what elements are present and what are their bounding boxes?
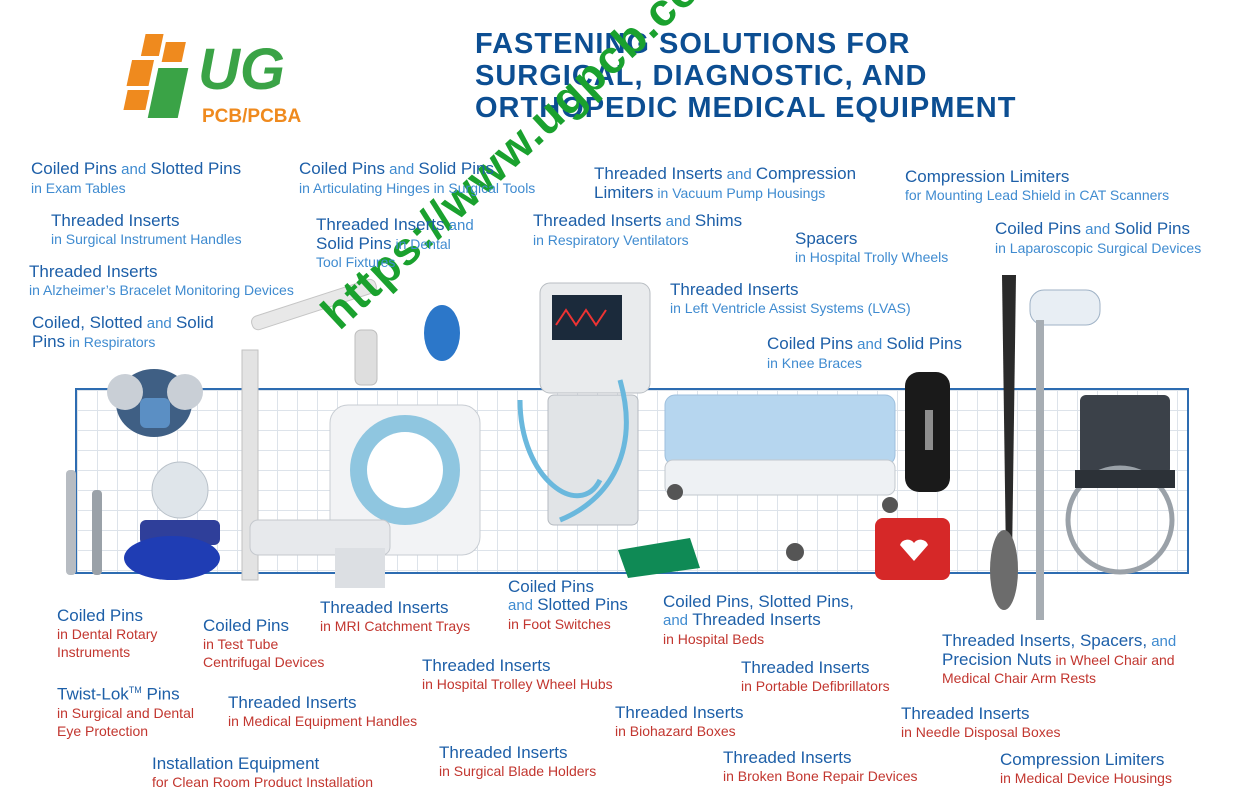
title-line-1: FASTENING SOLUTIONS FOR [475, 28, 911, 60]
label-dental-fixtures: Threaded Inserts and Solid Pins in Denta… [316, 215, 474, 271]
respirator-icon [107, 369, 203, 437]
label-respirators: Coiled, Slotted and Solid Pins in Respir… [32, 313, 214, 351]
label-ventilators: Threaded Inserts and Shims in Respirator… [533, 211, 743, 249]
label-mri-trays: Threaded Inserts in MRI Catchment Trays [320, 598, 471, 635]
label-test-tube: Coiled Pins in Test Tube Centrifugal Dev… [203, 616, 325, 671]
label-hospital-beds: Coiled Pins, Slotted Pins, and Threaded … [663, 592, 854, 648]
label-foot-switches: Coiled Pins and Slotted Pins in Foot Swi… [508, 577, 628, 633]
label-wheel-chair: Threaded Inserts, Spacers, and Precision… [942, 631, 1177, 687]
label-instrument-handles: Threaded Inserts in Surgical Instrument … [51, 211, 242, 248]
label-hinges: Coiled Pins and Solid Pins in Articulati… [299, 159, 536, 197]
ug-logo: UG PCB/PCBA [123, 28, 350, 138]
title-line-2: SURGICAL, DIAGNOSTIC, AND [475, 60, 928, 92]
label-needle-disposal: Threaded Inserts in Needle Disposal Boxe… [901, 704, 1061, 741]
label-knee-braces: Coiled Pins and Solid Pins in Knee Brace… [767, 334, 962, 372]
title-line-3: ORTHOPEDIC MEDICAL EQUIPMENT [475, 92, 1017, 124]
label-blade-holders: Threaded Inserts in Surgical Blade Holde… [439, 743, 597, 780]
laparoscopic-device-icon [990, 275, 1101, 620]
logo-sub: PCB/PCBA [202, 106, 302, 127]
hospital-bed-icon [664, 394, 898, 561]
ambu-bag-icon [424, 305, 460, 361]
wheelchair-icon [1065, 395, 1175, 575]
knee-brace-icon [905, 372, 950, 492]
defibrillator-icon [875, 518, 950, 580]
label-bone-repair: Threaded Inserts in Broken Bone Repair D… [723, 748, 918, 785]
label-twist-lok: Twist-LokTM Pins in Surgical and Dental … [57, 684, 194, 739]
label-laparoscopic: Coiled Pins and Solid Pins in Laparoscop… [995, 219, 1202, 257]
label-device-housings: Compression Limiters in Medical Device H… [1000, 750, 1172, 787]
foot-switch-icon [618, 538, 700, 578]
label-installation: Installation Equipment for Clean Room Pr… [152, 754, 373, 791]
logo-mark-icon [123, 34, 189, 118]
label-defibrillators: Threaded Inserts in Portable Defibrillat… [741, 658, 890, 695]
label-equipment-handles: Threaded Inserts in Medical Equipment Ha… [228, 693, 418, 730]
dental-instrument-icon [66, 470, 102, 575]
label-exam-tables: Coiled Pins and Slotted Pins in Exam Tab… [31, 159, 242, 197]
logo-brand: UG [198, 37, 285, 102]
label-alzheimers: Threaded Inserts in Alzheimer’s Bracelet… [29, 262, 294, 299]
ventilator-icon [517, 282, 651, 526]
label-trolly-wheels: Spacers in Hospital Trolly Wheels [795, 229, 949, 266]
label-trolley-hubs: Threaded Inserts in Hospital Trolley Whe… [422, 656, 613, 693]
label-dental-rotary: Coiled Pins in Dental Rotary Instruments [57, 606, 158, 661]
ct-scanner-icon [249, 404, 481, 588]
label-lvas: Threaded Inserts in Left Ventricle Assis… [670, 280, 911, 317]
page-title: FASTENING SOLUTIONS FOR SURGICAL, DIAGNO… [475, 28, 1195, 124]
label-biohazard: Threaded Inserts in Biohazard Boxes [615, 703, 744, 740]
label-vacuum-pump: Threaded Inserts and Compression Limiter… [594, 164, 857, 202]
label-cat-scanners: Compression Limiters for Mounting Lead S… [905, 167, 1170, 204]
centrifuge-icon [124, 461, 220, 580]
